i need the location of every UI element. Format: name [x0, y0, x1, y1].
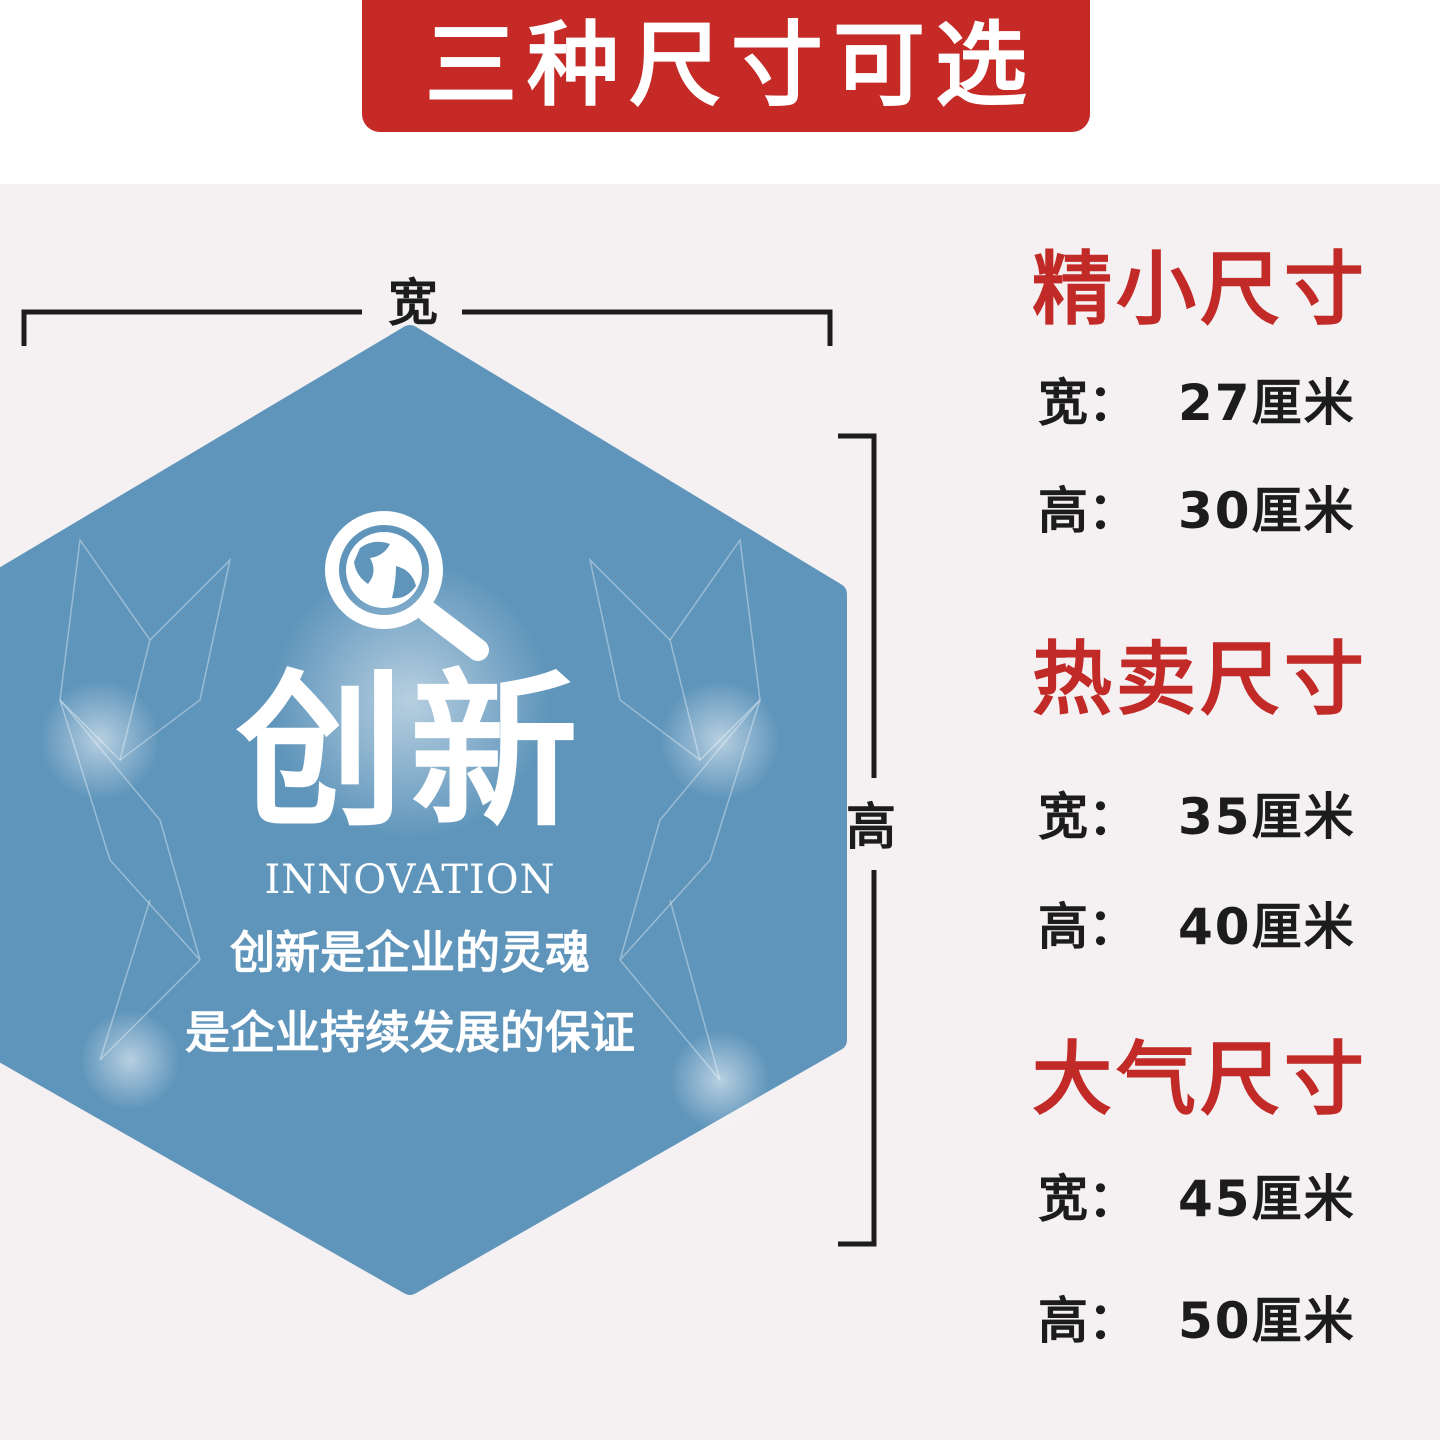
size-large-height-row: 高：50厘米	[1038, 1296, 1356, 1346]
spec-value: 45厘米	[1178, 1170, 1356, 1228]
size-large-width-row: 宽：45厘米	[1038, 1174, 1356, 1224]
spec-label: 宽：	[1038, 374, 1138, 432]
sign-subtitle: INNOVATION	[264, 857, 556, 903]
size-small-width-row: 宽：27厘米	[1038, 378, 1356, 428]
width-dimension-bracket	[21, 309, 833, 346]
globe-magnifier-icon	[325, 511, 489, 661]
spec-label: 宽：	[1038, 788, 1138, 846]
sign-slogan-line-1: 创新是企业的灵魂	[229, 926, 590, 979]
spec-value: 40厘米	[1178, 898, 1356, 956]
size-heading-small: 精小尺寸	[1032, 243, 1368, 336]
sign-slogan-line-2: 是企业持续发展的保证	[184, 1006, 635, 1059]
height-dimension-label: 高	[846, 798, 896, 856]
spec-label: 高：	[1038, 1292, 1138, 1350]
size-heading-popular: 热卖尺寸	[1032, 633, 1368, 726]
spec-label: 高：	[1038, 898, 1138, 956]
spec-value: 27厘米	[1178, 374, 1356, 432]
sign-title: 创新	[236, 654, 584, 850]
size-popular-width-row: 宽：35厘米	[1038, 792, 1356, 842]
size-small-height-row: 高：30厘米	[1038, 486, 1356, 536]
spec-label: 高：	[1038, 482, 1138, 540]
page-title: 三种尺寸可选	[424, 12, 1037, 119]
size-heading-large: 大气尺寸	[1032, 1033, 1368, 1126]
particle-glow	[40, 560, 780, 1130]
title-banner: 三种尺寸可选	[362, 0, 1090, 132]
height-dimension-bracket	[838, 433, 877, 1247]
spec-label: 宽：	[1038, 1170, 1138, 1228]
spec-value: 35厘米	[1178, 788, 1356, 846]
width-dimension-label: 宽	[388, 274, 438, 332]
spec-value: 50厘米	[1178, 1292, 1356, 1350]
size-popular-height-row: 高：40厘米	[1038, 902, 1356, 952]
spec-value: 30厘米	[1178, 482, 1356, 540]
